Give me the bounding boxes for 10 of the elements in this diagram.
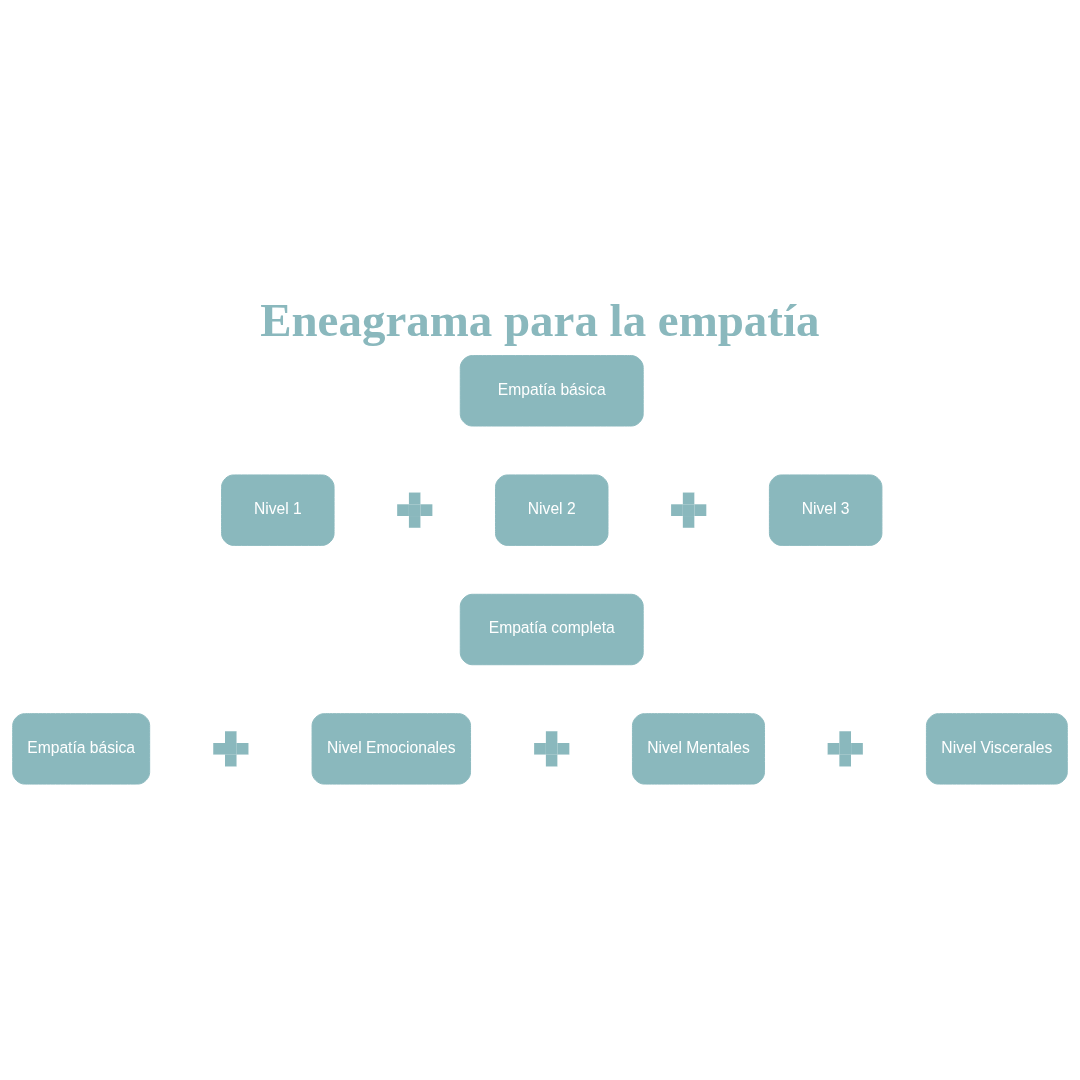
node-box: Nivel Emocionales bbox=[311, 713, 472, 785]
node-box: Nivel Mentales bbox=[631, 713, 765, 785]
node-box: Nivel 1 bbox=[221, 474, 335, 546]
node-box: Nivel 2 bbox=[495, 474, 609, 546]
node-box: Nivel Viscerales bbox=[925, 713, 1068, 785]
node-box: Empatía básica bbox=[12, 713, 151, 785]
node-box: Empatía completa bbox=[459, 593, 644, 666]
node-box: Nivel 3 bbox=[768, 474, 883, 546]
diagram-title: Eneagrama para la empatía bbox=[260, 294, 820, 347]
node-box: Empatía básica bbox=[459, 355, 644, 427]
